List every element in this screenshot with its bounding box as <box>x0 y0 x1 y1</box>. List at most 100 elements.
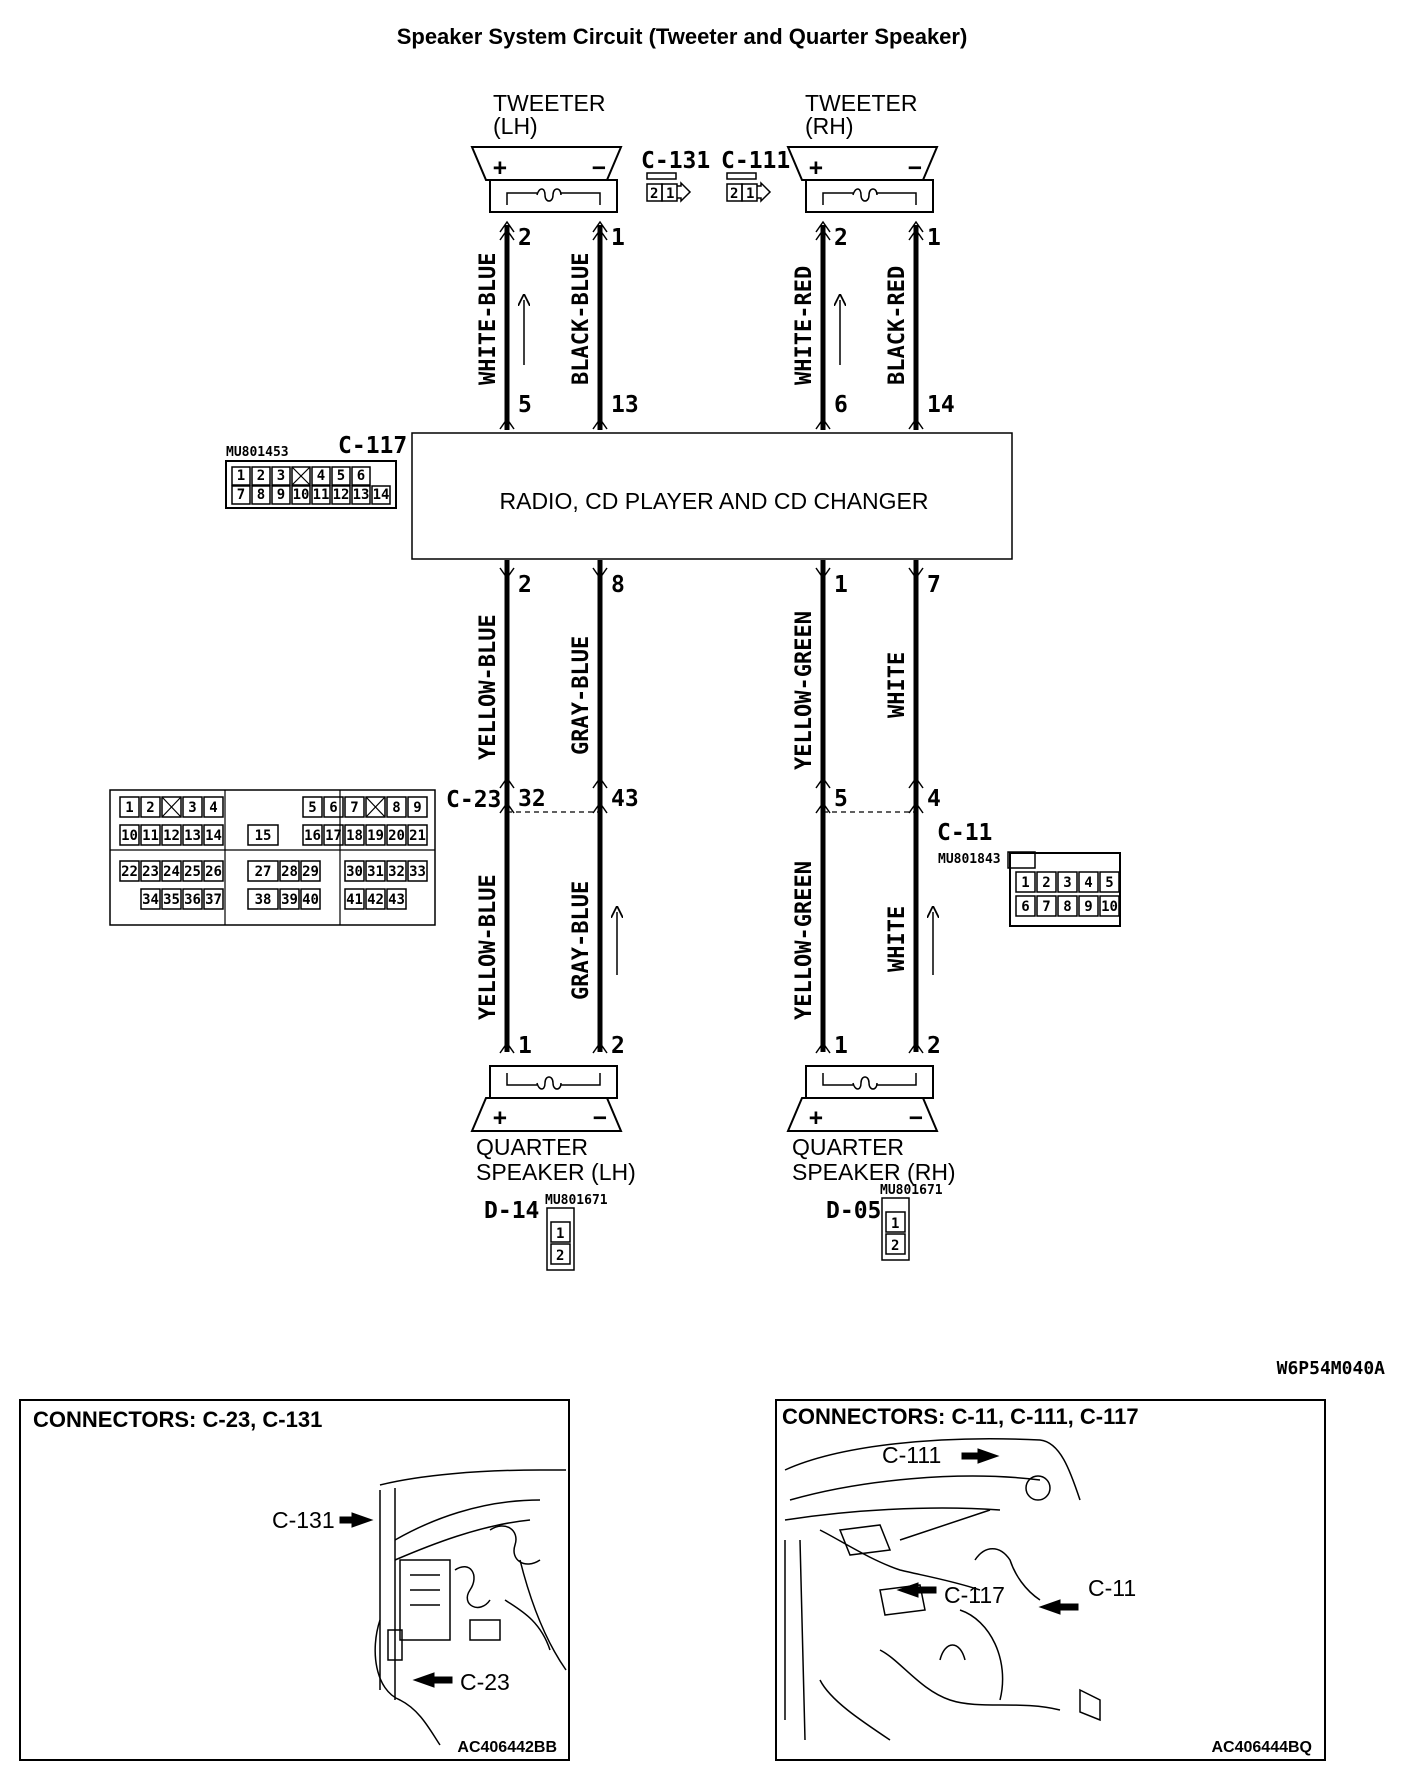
c23-pin-38: 38 <box>255 892 272 908</box>
c23-pin-20: 20 <box>388 828 405 844</box>
wire-yellow-blue-c23-pin: 32 <box>518 786 546 812</box>
wire-gray-blue-c23-pin: 43 <box>611 786 639 812</box>
c23-pin-16: 16 <box>304 828 321 844</box>
c11-cell-frame <box>1099 871 1120 893</box>
panel-left-title: CONNECTORS: C-23, C-131 <box>33 1407 322 1432</box>
c23-pin-6: 6 <box>329 800 337 816</box>
c23-cell-frame <box>344 860 365 882</box>
connector-location-panel-left: CONNECTORS: C-23, C-131 C-131 C-23 AC406… <box>19 1399 570 1761</box>
arrow-icon <box>412 1672 453 1688</box>
wire-gray-blue-label-lower: GRAY-BLUE <box>569 881 594 1000</box>
c23-cell-frame <box>344 888 365 910</box>
c23-pin-29: 29 <box>302 864 319 880</box>
tweeter-lh-minus: − <box>592 155 606 181</box>
c23-cell-frame <box>279 860 300 882</box>
connector-c111: C-111 2 1 <box>721 148 790 203</box>
c117-cell-frame <box>291 466 311 486</box>
wire-yellow-blue-label-upper: YELLOW-BLUE <box>476 614 501 760</box>
wire-yellow-green-label-lower: YELLOW-GREEN <box>792 861 817 1020</box>
wire-white-label-upper: WHITE <box>885 652 910 718</box>
diagram-title: Speaker System Circuit (Tweeter and Quar… <box>397 24 968 49</box>
c23-cell-frame <box>344 796 365 818</box>
connector-d05-label: D-05 <box>826 1198 881 1224</box>
tweeter-lh-label-line1: TWEETER <box>493 90 605 116</box>
quarter-speaker-lh: + − QUARTER SPEAKER (LH) D-14 MU801671 1… <box>470 1065 636 1271</box>
c23-cell-frame <box>119 860 140 882</box>
diagram-code: W6P54M040A <box>1277 1358 1386 1379</box>
tweeter-lh-coil-icon <box>506 188 601 205</box>
quarter-rh-label-line1: QUARTER <box>792 1134 904 1160</box>
c23-pin-5: 5 <box>308 800 316 816</box>
c11-cell-frame <box>1099 895 1120 917</box>
arrow-icon <box>1038 1599 1079 1615</box>
tweeter-rh-body <box>805 179 934 213</box>
c117-pin-3: 3 <box>277 468 285 484</box>
c11-pin-8: 8 <box>1063 899 1071 915</box>
c117-cell-frame <box>311 466 331 486</box>
c117-pin-12: 12 <box>333 487 350 503</box>
wire-white-spk-pin: 2 <box>927 1033 941 1059</box>
panel-right-title: CONNECTORS: C-11, C-111, C-117 <box>782 1404 1139 1429</box>
wire-gray-blue-unit-pin: 8 <box>611 572 625 598</box>
c23-cell-frame <box>407 796 428 818</box>
connector-c117-label: C-117 <box>338 433 407 459</box>
c117-cell-frame <box>351 485 371 505</box>
c117-pin-13: 13 <box>353 487 370 503</box>
c23-pin-24: 24 <box>163 864 180 880</box>
wire-gray-blue: 8 43 2 GRAY-BLUE GRAY-BLUE <box>569 560 639 1059</box>
wire-white-red-top-pin: 2 <box>834 225 848 251</box>
quarter-lh-minus: − <box>593 1105 607 1131</box>
wire-yellow-green-c11-pin: 5 <box>834 786 848 812</box>
c117-cell-frame <box>271 466 291 486</box>
c23-pin-8: 8 <box>392 800 400 816</box>
c23-cell-frame <box>365 888 386 910</box>
connector-d14-label: D-14 <box>484 1198 539 1224</box>
c23-pin-28: 28 <box>281 864 298 880</box>
panel-right-code: AC406444BQ <box>1212 1739 1313 1756</box>
c11-cell-frame <box>1015 895 1036 917</box>
quarter-lh-coil-icon <box>506 1073 601 1090</box>
c23-cell-frame <box>203 860 224 882</box>
c23-pin-4: 4 <box>209 800 217 816</box>
connector-c111-pin-a: 2 <box>730 186 738 202</box>
c23-cell-frame <box>279 888 300 910</box>
c11-pin-1: 1 <box>1021 875 1029 891</box>
c23-pin-2: 2 <box>146 800 154 816</box>
wire-white-unit-pin: 7 <box>927 572 941 598</box>
c23-pin-36: 36 <box>184 892 201 908</box>
wire-yellow-green-spk-pin: 1 <box>834 1033 848 1059</box>
wire-yellow-blue-spk-pin: 1 <box>518 1033 532 1059</box>
c117-cell-frame <box>231 485 251 505</box>
c117-cell-frame <box>371 485 391 505</box>
c23-pin-30: 30 <box>346 864 363 880</box>
c23-cell-frame <box>302 796 323 818</box>
c23-cell-frame <box>365 824 386 846</box>
c23-cell-frame <box>182 796 203 818</box>
wire-black-blue-bottom-pin: 13 <box>611 392 639 418</box>
tweeter-rh: TWEETER (RH) + − <box>786 90 939 213</box>
wire-black-blue-label: BLACK-BLUE <box>569 253 594 385</box>
panel-right-callout-c117: C-117 <box>944 1582 1005 1608</box>
c23-pin-31: 31 <box>367 864 384 880</box>
c117-cell-frame <box>291 485 311 505</box>
c23-pin-40: 40 <box>302 892 319 908</box>
dashboard-sketch-left <box>374 1469 567 1746</box>
c23-cell-frame <box>365 860 386 882</box>
c23-pin-18: 18 <box>346 828 363 844</box>
c23-pin-23: 23 <box>142 864 159 880</box>
c23-cell-frame <box>247 888 279 910</box>
quarter-rh-minus: − <box>909 1105 923 1131</box>
c23-cell-frame <box>161 796 182 818</box>
tweeter-lh-label-line2: (LH) <box>493 113 538 139</box>
c23-cell-frame <box>140 860 161 882</box>
c11-pin-6: 6 <box>1021 899 1029 915</box>
c23-cell-frame <box>300 860 321 882</box>
c11-cell-frame <box>1036 895 1057 917</box>
c117-pin-8: 8 <box>257 487 265 503</box>
c23-pin-15: 15 <box>255 828 272 844</box>
connector-c117-part: MU801453 <box>226 445 289 460</box>
c23-pin-27: 27 <box>255 864 272 880</box>
connector-d05-cell-2: 2 <box>891 1238 899 1254</box>
